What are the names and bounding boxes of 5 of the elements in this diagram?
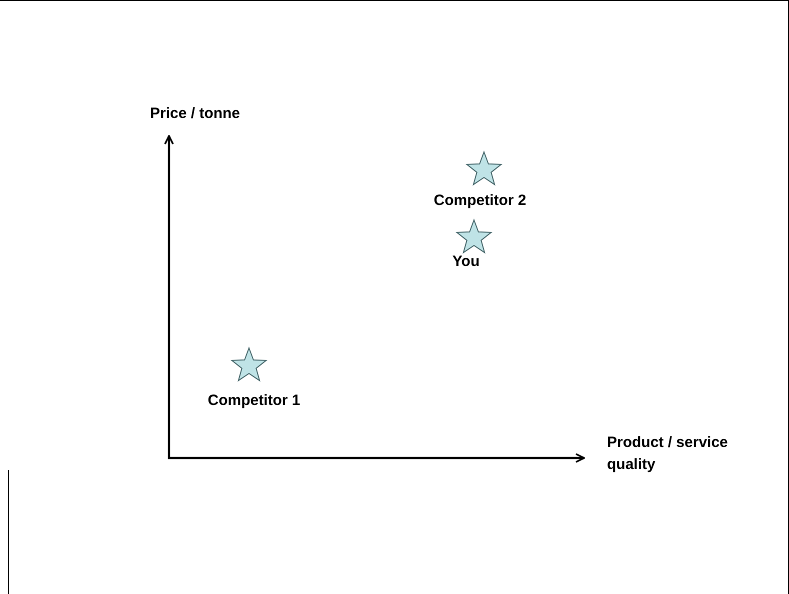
axis-label: Product / service quality [607,433,729,475]
point-label: Competitor 2 [434,191,526,211]
axis-label: Price / tonne [150,104,240,124]
point-label: Competitor 1 [208,391,300,411]
point-label: You [452,252,480,272]
